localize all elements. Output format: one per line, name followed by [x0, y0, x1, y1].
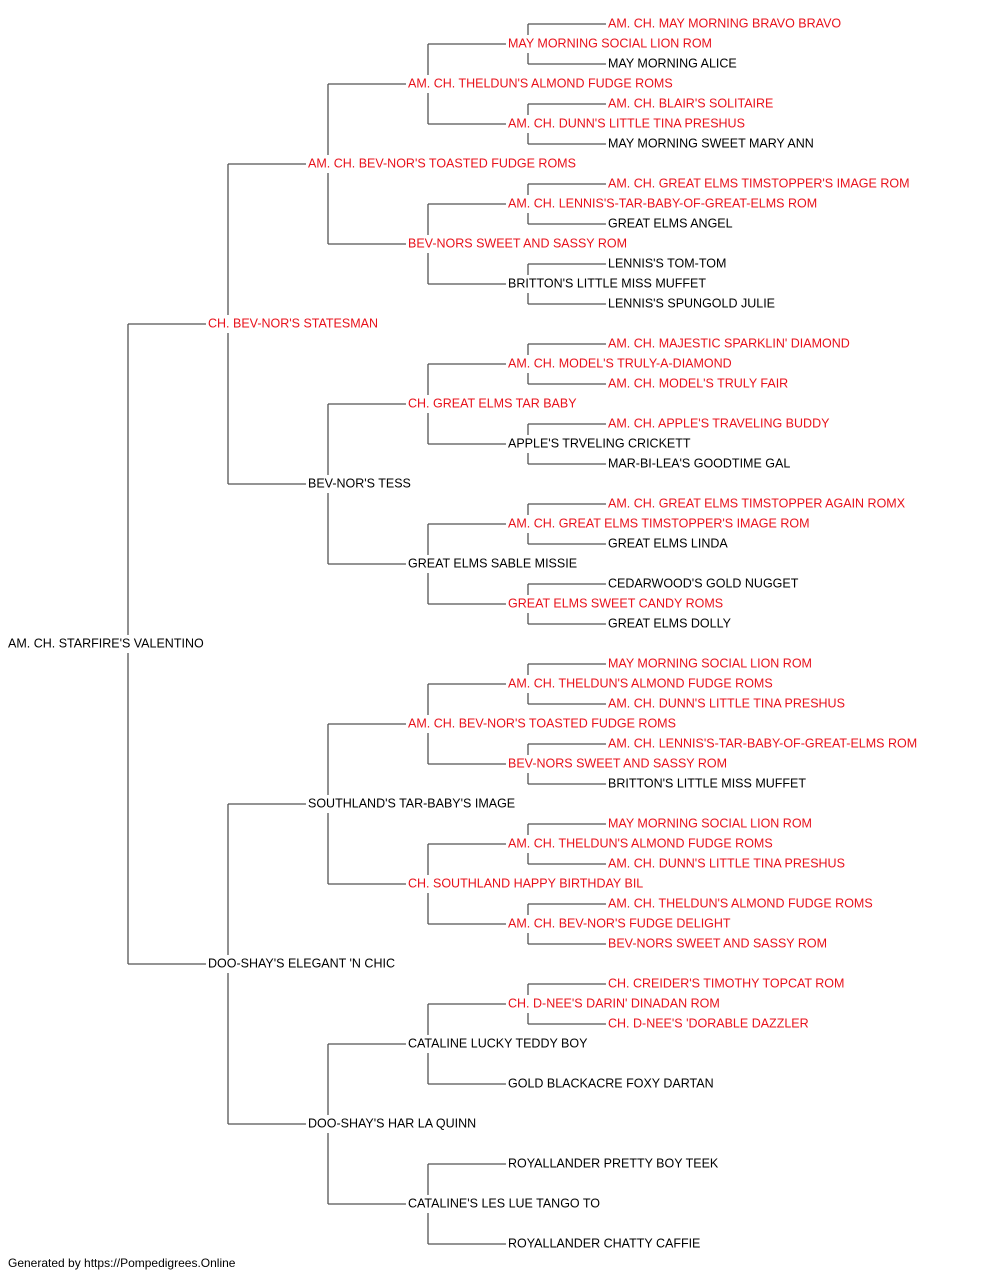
dog-sire-sire-sire-dam-dam: MAY MORNING SWEET MARY ANN [608, 136, 814, 150]
dog-sire-sire-dam-sire: AM. CH. LENNIS'S-TAR-BABY-OF-GREAT-ELMS … [508, 196, 817, 210]
dog-dam-sire-sire: AM. CH. BEV-NOR'S TOASTED FUDGE ROMS [408, 716, 676, 730]
dog-sire: CH. BEV-NOR'S STATESMAN [208, 316, 378, 330]
dog-dam-sire-sire-sire-dam: AM. CH. DUNN'S LITTLE TINA PRESHUS [608, 696, 845, 710]
dog-dam-sire: SOUTHLAND'S TAR-BABY'S IMAGE [308, 796, 515, 810]
dog-sire-sire-sire: AM. CH. THELDUN'S ALMOND FUDGE ROMS [408, 76, 673, 90]
generated-by-footer: Generated by https://Pompedigrees.Online [8, 1256, 236, 1270]
dog-sire-dam-sire-sire-dam: AM. CH. MODEL'S TRULY FAIR [608, 376, 788, 390]
dog-sire-dam-dam: GREAT ELMS SABLE MISSIE [408, 556, 577, 570]
dog-sire-dam-dam-dam: GREAT ELMS SWEET CANDY ROMS [508, 596, 723, 610]
dog-sire-dam-dam-sire-sire: AM. CH. GREAT ELMS TIMSTOPPER AGAIN ROMX [608, 496, 906, 510]
dog-sire-sire-dam-sire-dam: GREAT ELMS ANGEL [608, 216, 733, 230]
dog-sire-dam-sire-dam: APPLE'S TRVELING CRICKETT [508, 436, 691, 450]
dog-sire-dam-sire: CH. GREAT ELMS TAR BABY [408, 396, 577, 410]
dog-dam-dam-sire-sire: CH. D-NEE'S DARIN' DINADAN ROM [508, 996, 720, 1010]
dog-dam-dam: DOO-SHAY'S HAR LA QUINN [308, 1116, 476, 1130]
dog-dam-dam-dam-dam: ROYALLANDER CHATTY CAFFIE [508, 1236, 700, 1250]
dog-dam-dam-sire-dam: GOLD BLACKACRE FOXY DARTAN [508, 1076, 714, 1090]
dog-sire-sire-sire-dam: AM. CH. DUNN'S LITTLE TINA PRESHUS [508, 116, 745, 130]
dog-dam-sire-sire-sire: AM. CH. THELDUN'S ALMOND FUDGE ROMS [508, 676, 773, 690]
dog-dam-dam-sire-sire-dam: CH. D-NEE'S 'DORABLE DAZZLER [608, 1016, 809, 1030]
dog-sire-sire-sire-sire-sire: AM. CH. MAY MORNING BRAVO BRAVO [608, 16, 841, 30]
dog-sire-dam-dam-sire: AM. CH. GREAT ELMS TIMSTOPPER'S IMAGE RO… [508, 516, 810, 530]
dog-dam-sire-sire-dam: BEV-NORS SWEET AND SASSY ROM [508, 756, 727, 770]
dog-dam-sire-dam: CH. SOUTHLAND HAPPY BIRTHDAY BIL [408, 876, 643, 890]
dog-sire-dam-dam-dam-dam: GREAT ELMS DOLLY [608, 616, 732, 630]
dog-sire-dam: BEV-NOR'S TESS [308, 476, 411, 490]
dog-dam-sire-dam-sire-dam: AM. CH. DUNN'S LITTLE TINA PRESHUS [608, 856, 845, 870]
dog-dam-dam-dam-sire: ROYALLANDER PRETTY BOY TEEK [508, 1156, 719, 1170]
dog-sire-dam-sire-dam-dam: MAR-BI-LEA'S GOODTIME GAL [608, 456, 790, 470]
dog-sire-sire-sire-dam-sire: AM. CH. BLAIR'S SOLITAIRE [608, 96, 773, 110]
dog-sire-dam-sire-dam-sire: AM. CH. APPLE'S TRAVELING BUDDY [608, 416, 830, 430]
dog-dam-sire-sire-dam-dam: BRITTON'S LITTLE MISS MUFFET [608, 776, 806, 790]
dog-sire-dam-sire-sire: AM. CH. MODEL'S TRULY-A-DIAMOND [508, 356, 732, 370]
dog-sire-sire-dam: BEV-NORS SWEET AND SASSY ROM [408, 236, 627, 250]
dog-sire-sire-dam-dam-dam: LENNIS'S SPUNGOLD JULIE [608, 296, 775, 310]
dog-sire-sire: AM. CH. BEV-NOR'S TOASTED FUDGE ROMS [308, 156, 576, 170]
dog-sire-sire-dam-sire-sire: AM. CH. GREAT ELMS TIMSTOPPER'S IMAGE RO… [608, 176, 910, 190]
dog-dam-dam-sire-sire-sire: CH. CREIDER'S TIMOTHY TOPCAT ROM [608, 976, 844, 990]
dog-dam-dam-dam: CATALINE'S LES LUE TANGO TO [408, 1196, 600, 1210]
dog-sire-sire-dam-dam: BRITTON'S LITTLE MISS MUFFET [508, 276, 706, 290]
dog-sire-sire-sire-sire-dam: MAY MORNING ALICE [608, 56, 737, 70]
dog-sire-sire-dam-dam-sire: LENNIS'S TOM-TOM [608, 256, 726, 270]
dog-sire-dam-dam-dam-sire: CEDARWOOD'S GOLD NUGGET [608, 576, 799, 590]
dog-dam-sire-dam-dam: AM. CH. BEV-NOR'S FUDGE DELIGHT [508, 916, 731, 930]
dog-dam-sire-dam-sire-sire: MAY MORNING SOCIAL LION ROM [608, 816, 812, 830]
dog-dam-dam-sire: CATALINE LUCKY TEDDY BOY [408, 1036, 588, 1050]
dog-dam-sire-sire-dam-sire: AM. CH. LENNIS'S-TAR-BABY-OF-GREAT-ELMS … [608, 736, 917, 750]
dog-sire-dam-sire-sire-sire: AM. CH. MAJESTIC SPARKLIN' DIAMOND [608, 336, 850, 350]
dog-dam-sire-dam-dam-sire: AM. CH. THELDUN'S ALMOND FUDGE ROMS [608, 896, 873, 910]
dog: AM. CH. STARFIRE'S VALENTINO [8, 636, 204, 650]
dog-sire-dam-dam-sire-dam: GREAT ELMS LINDA [608, 536, 728, 550]
dog-dam-sire-dam-sire: AM. CH. THELDUN'S ALMOND FUDGE ROMS [508, 836, 773, 850]
dog-dam: DOO-SHAY'S ELEGANT 'N CHIC [208, 956, 395, 970]
dog-dam-sire-dam-dam-dam: BEV-NORS SWEET AND SASSY ROM [608, 936, 827, 950]
dog-dam-sire-sire-sire-sire: MAY MORNING SOCIAL LION ROM [608, 656, 812, 670]
dog-sire-sire-sire-sire: MAY MORNING SOCIAL LION ROM [508, 36, 712, 50]
